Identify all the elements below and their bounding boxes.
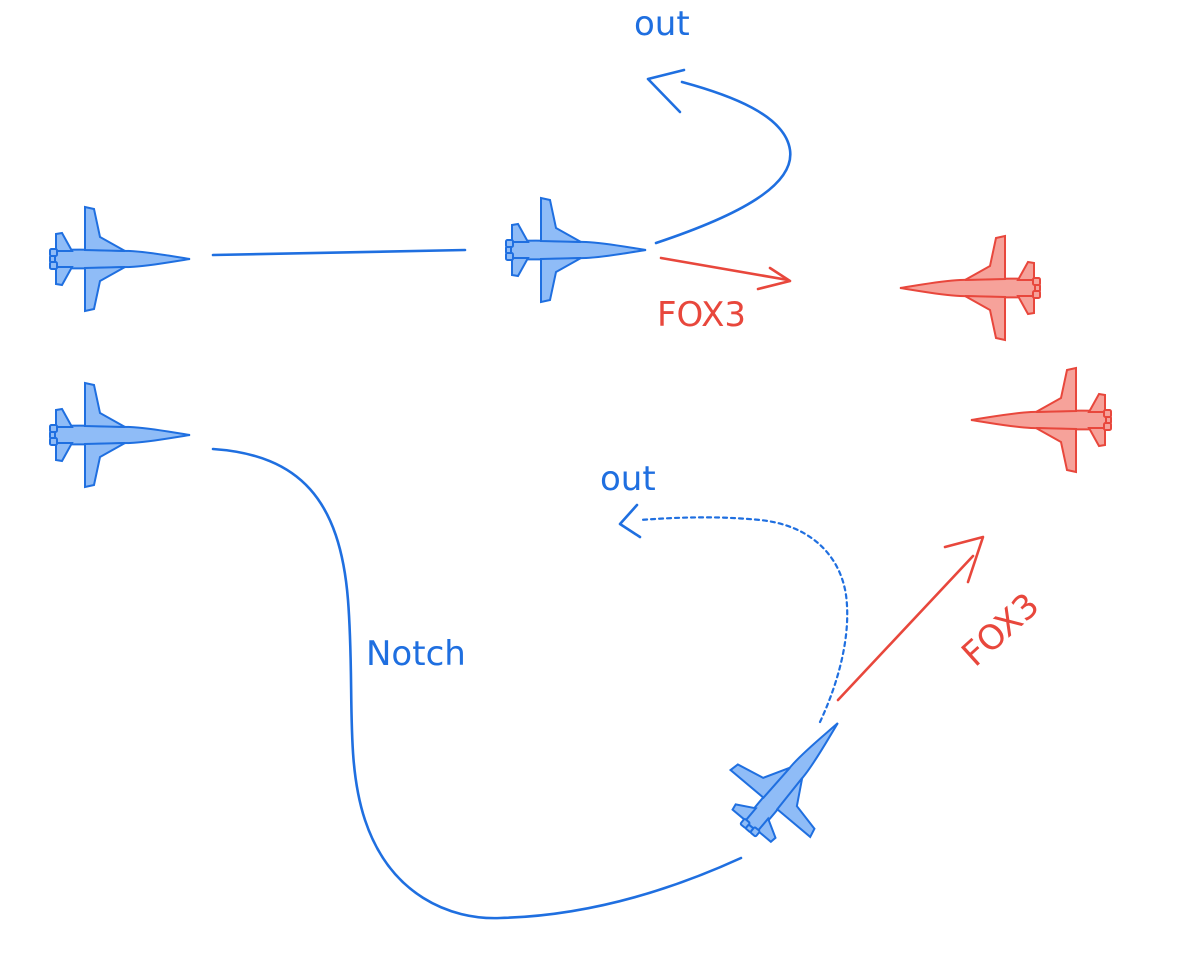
red-lead-jet-icon xyxy=(899,235,1041,341)
lead-fox3-path xyxy=(659,256,790,282)
lead-out-arrowhead xyxy=(646,68,686,114)
label-fox3-top: FOX3 xyxy=(657,295,746,335)
lead-fox3-arrowhead xyxy=(756,266,792,291)
notch-path xyxy=(211,447,743,920)
label-out-top: out xyxy=(634,4,690,44)
red-wing-jet-icon xyxy=(970,367,1112,473)
wing-out-dashed-path xyxy=(638,516,849,724)
label-fox3-bottom: FOX3 xyxy=(954,585,1047,674)
blue-lead-forward-jet-icon xyxy=(505,197,647,303)
blue-lead-start-jet-icon xyxy=(49,206,191,312)
blue-wing-start-jet-icon xyxy=(49,382,191,488)
wing-fox3-path xyxy=(836,554,975,702)
lead-out-turn-path xyxy=(654,80,792,245)
wing-fox3-arrowhead xyxy=(943,535,985,584)
label-out-bottom: out xyxy=(600,459,656,499)
wing-out-arrowhead xyxy=(618,503,642,539)
blue-lead-path xyxy=(211,248,467,257)
label-notch: Notch xyxy=(366,634,466,674)
blue-wing-turned-jet-icon xyxy=(707,688,879,865)
